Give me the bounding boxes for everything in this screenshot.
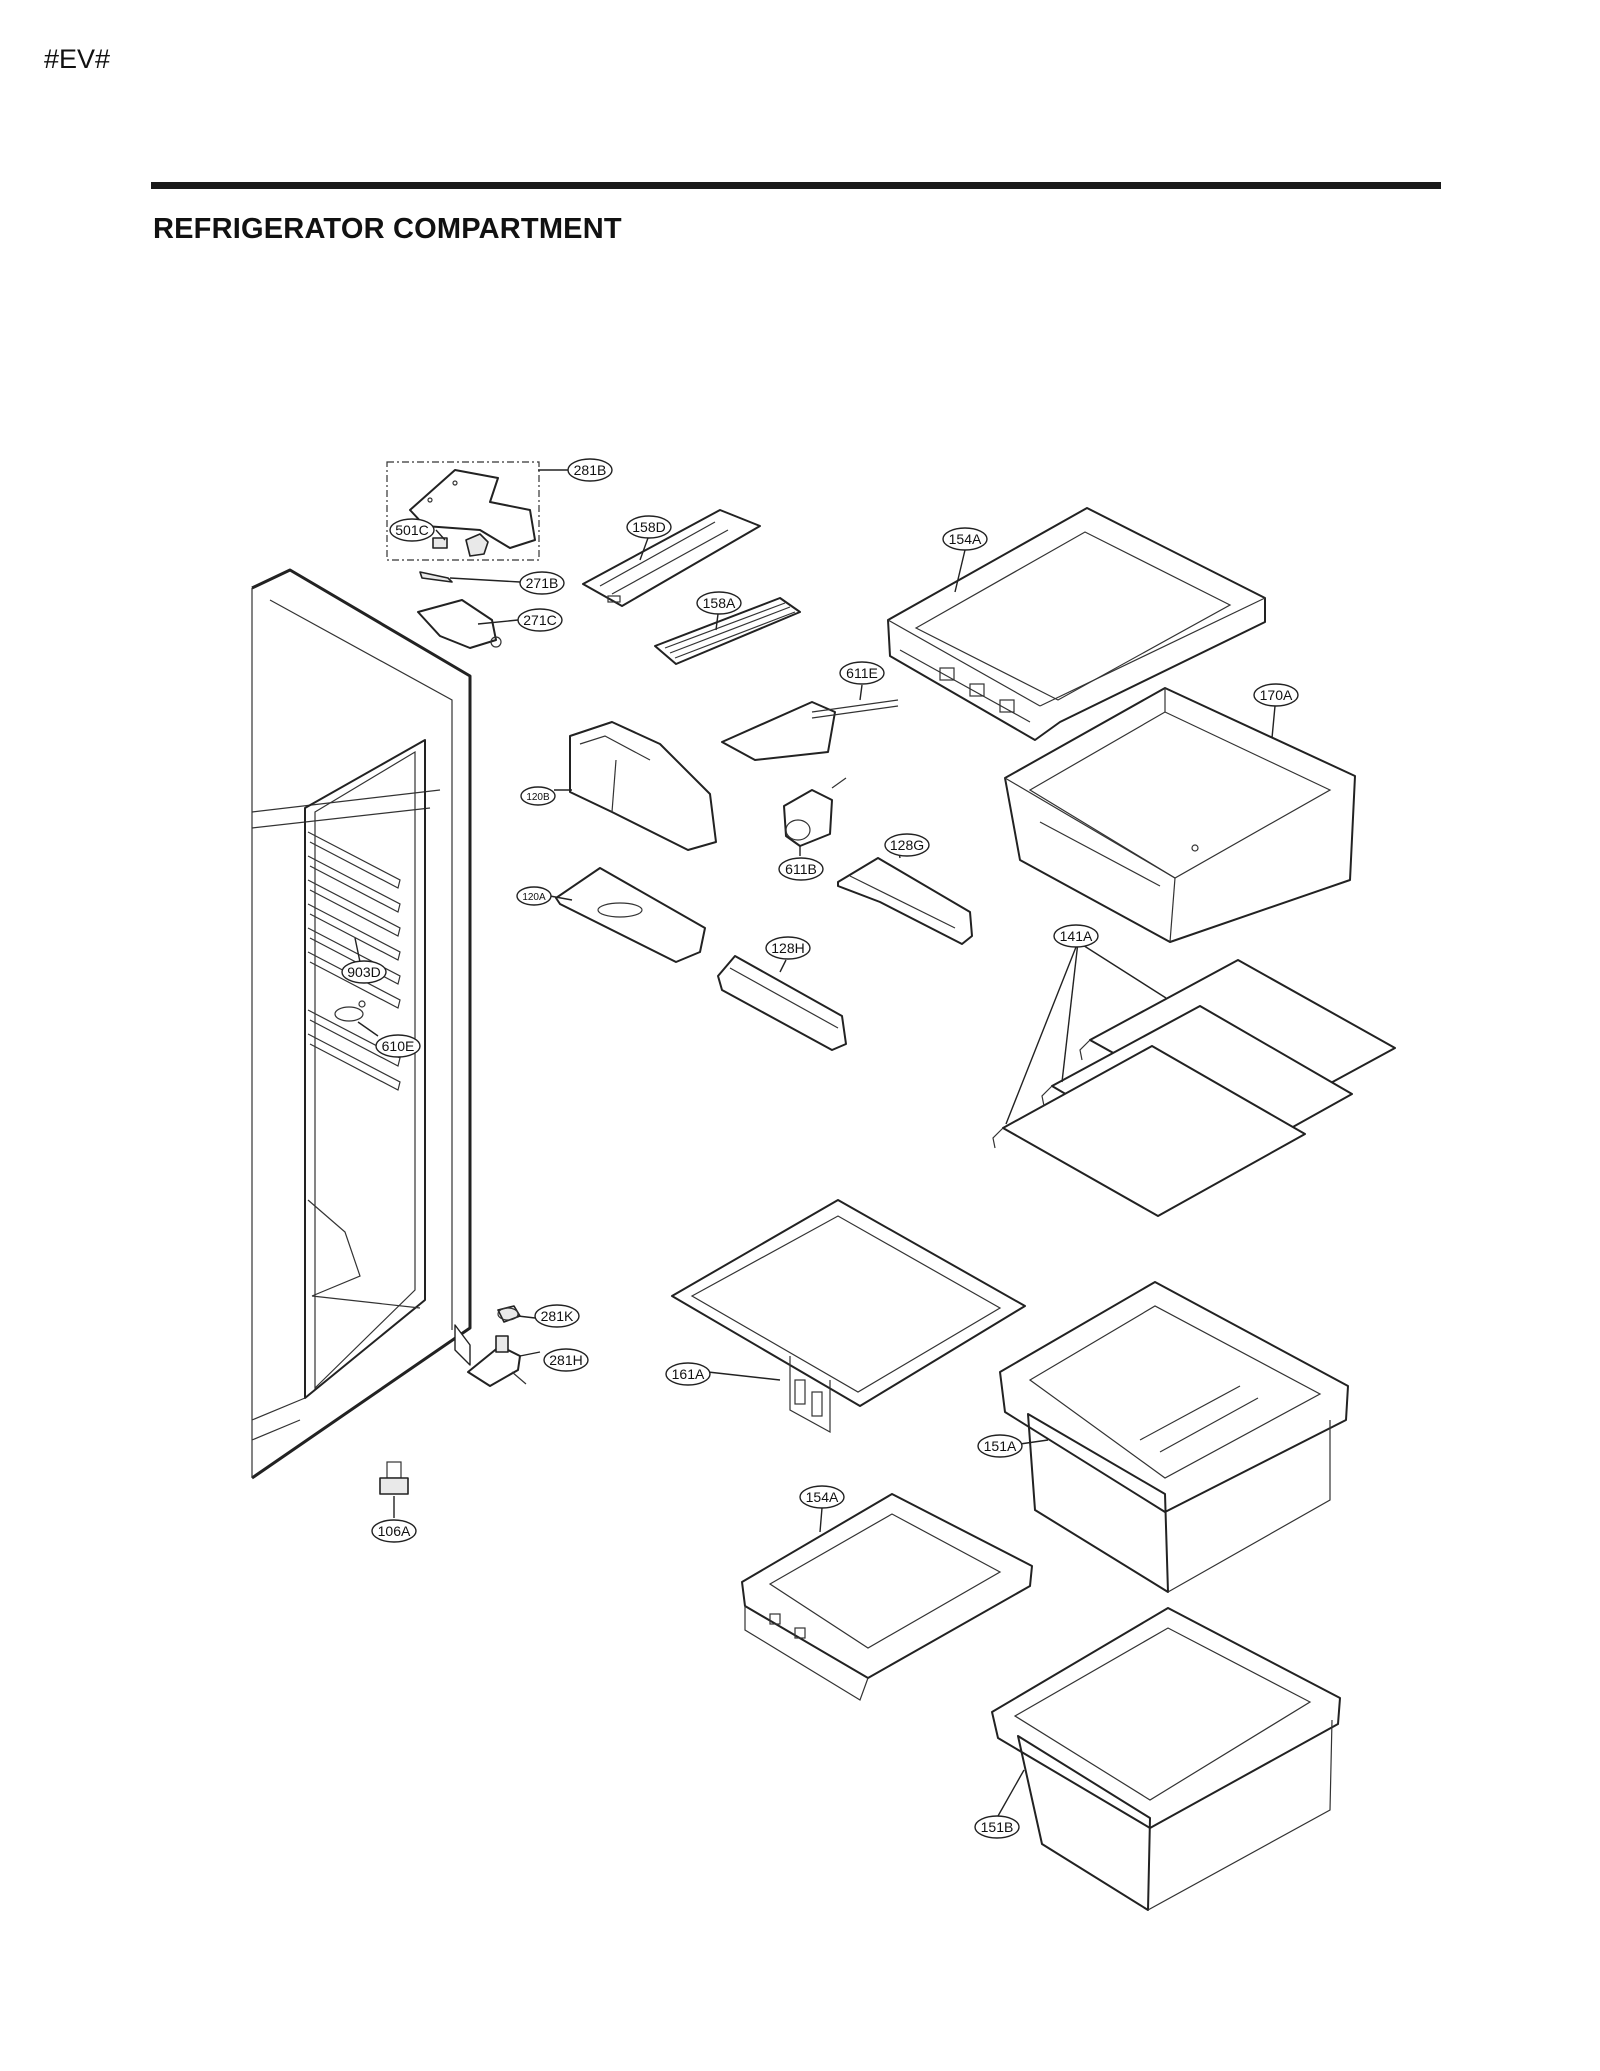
callout-611B: 611B: [778, 857, 824, 881]
part-611E: [721, 699, 899, 761]
part-cover-assembly: [386, 461, 540, 561]
callout-610E: 610E: [375, 1034, 421, 1058]
callout-281B: 281B: [567, 458, 613, 482]
part-128H: [717, 955, 847, 1051]
header-rule: [151, 182, 1441, 189]
part-611B: [783, 777, 847, 847]
callout-170A: 170A: [1253, 683, 1299, 707]
callout-label: 128G: [890, 837, 924, 853]
part-151A-crisper: [999, 1281, 1349, 1593]
callout-128G: 128G: [884, 833, 930, 857]
part-271B: [419, 571, 453, 583]
callout-label: 281B: [574, 462, 607, 478]
callout-label: 158D: [632, 519, 665, 535]
part-154A-upper: [887, 507, 1266, 741]
part-281H: [467, 1335, 527, 1387]
callout-label: 610E: [382, 1038, 415, 1054]
callout-501C: 501C: [389, 518, 435, 542]
part-120A: [555, 867, 706, 963]
part-158A: [654, 597, 801, 665]
callout-label: 120A: [522, 892, 546, 903]
callout-label: 151A: [984, 1438, 1017, 1454]
page-title: REFRIGERATOR COMPARTMENT: [153, 213, 622, 245]
callout-label: 154A: [806, 1489, 839, 1505]
callout-154A-top: 154A: [942, 527, 988, 551]
callout-281H: 281H: [543, 1348, 589, 1372]
part-106A: [379, 1461, 409, 1495]
callout-label: 611B: [785, 861, 817, 877]
part-128G: [837, 857, 973, 945]
callout-label: 158A: [703, 595, 736, 611]
callout-128H: 128H: [765, 936, 811, 960]
callout-120A: 120A: [516, 886, 552, 906]
callout-281K: 281K: [534, 1304, 580, 1328]
callout-label: 903D: [347, 964, 380, 980]
callout-label: 141A: [1060, 928, 1093, 944]
callout-151A: 151A: [977, 1434, 1023, 1458]
part-120B: [569, 721, 717, 851]
callout-label: 128H: [771, 940, 804, 956]
callout-label: 281H: [549, 1352, 582, 1368]
callout-label: 611E: [846, 665, 878, 681]
callout-158A: 158A: [696, 591, 742, 615]
callout-label: 154A: [949, 531, 982, 547]
callout-label: 271B: [526, 575, 559, 591]
callout-271C: 271C: [517, 608, 563, 632]
part-271C: [417, 599, 502, 649]
part-154A-lower: [741, 1493, 1033, 1701]
part-170A-drawer: [1004, 687, 1356, 943]
callout-label: 161A: [672, 1366, 705, 1382]
callout-label: 281K: [541, 1308, 574, 1324]
callout-label: 120B: [526, 792, 550, 803]
callout-label: 170A: [1260, 687, 1293, 703]
page-code: #EV#: [44, 44, 111, 74]
callout-161A: 161A: [665, 1362, 711, 1386]
callout-label: 271C: [523, 612, 556, 628]
callout-903D: 903D: [341, 960, 387, 984]
leader-lines: [354, 469, 1276, 1817]
callout-label: 501C: [395, 522, 428, 538]
part-141A-shelves: [992, 959, 1396, 1217]
callout-271B: 271B: [519, 571, 565, 595]
part-161A: [671, 1199, 1026, 1434]
callout-141A: 141A: [1053, 924, 1099, 948]
callout-120B: 120B: [520, 786, 556, 806]
refrigerator-cabinet: [251, 568, 472, 1480]
callout-158D: 158D: [626, 515, 672, 539]
part-158D: [582, 509, 761, 607]
callout-151B: 151B: [974, 1815, 1020, 1839]
callout-106A: 106A: [371, 1519, 417, 1543]
part-281K: [497, 1305, 521, 1323]
part-151B-crisper: [991, 1607, 1341, 1911]
callout-154A-bottom: 154A: [799, 1485, 845, 1509]
callout-611E: 611E: [839, 661, 885, 685]
callout-label: 106A: [378, 1523, 411, 1539]
callout-label: 151B: [981, 1819, 1014, 1835]
